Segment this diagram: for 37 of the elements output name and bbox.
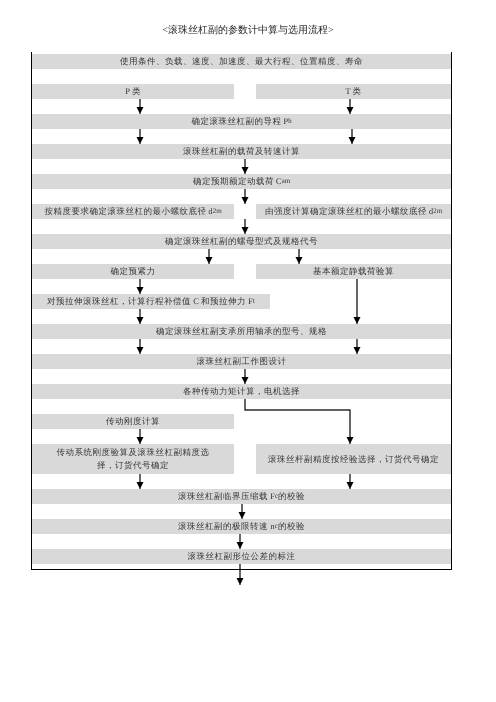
arrow <box>346 99 354 114</box>
process-band: 滚珠丝杆副精度按经验选择，订货代号确定 <box>256 444 451 474</box>
arrow <box>241 369 249 384</box>
process-band: 确定滚珠丝杠副的螺母型式及规格代号 <box>32 234 451 249</box>
arrow <box>295 249 303 264</box>
process-band: 各种传动力矩计算，电机选择 <box>32 384 451 399</box>
arrow <box>353 279 361 324</box>
arrow <box>241 159 249 174</box>
process-band: 滚珠丝杠副工作图设计 <box>32 354 451 369</box>
arrow <box>346 474 354 489</box>
arrow <box>136 99 144 114</box>
arrow <box>136 129 144 144</box>
process-band: 传动刚度计算 <box>32 414 234 429</box>
arrow <box>136 339 144 354</box>
arrow <box>348 129 356 144</box>
arrow <box>241 189 249 204</box>
arrow <box>236 564 244 585</box>
process-band: T 类 <box>256 84 451 99</box>
process-band: 传动系统刚度验算及滚珠丝杠副精度选择，订货代号确定 <box>32 444 234 474</box>
arrow <box>136 279 144 294</box>
process-band: 基本额定静载荷验算 <box>256 264 451 279</box>
arrow <box>244 399 354 444</box>
arrow <box>238 504 246 519</box>
title: <滚珠丝杠副的参数计中算与选用流程> <box>161 24 335 37</box>
process-band: 使用条件、负载、速度、加速度、最大行程、位置精度、寿命 <box>32 54 451 69</box>
arrow <box>353 339 361 354</box>
arrow <box>236 534 244 549</box>
process-band: 确定滚珠丝杠副支承所用轴承的型号、规格 <box>32 324 451 339</box>
process-band: P 类 <box>32 84 234 99</box>
arrow <box>241 219 249 234</box>
arrow <box>205 249 213 264</box>
arrow <box>136 474 144 489</box>
arrow <box>136 309 144 324</box>
process-band: 确定预紧力 <box>32 264 234 279</box>
process-band: 滚珠丝杠副形位公差的标注 <box>32 549 451 564</box>
process-band: 滚珠丝杠副的载荷及转速计算 <box>32 144 451 159</box>
arrow <box>136 429 144 444</box>
